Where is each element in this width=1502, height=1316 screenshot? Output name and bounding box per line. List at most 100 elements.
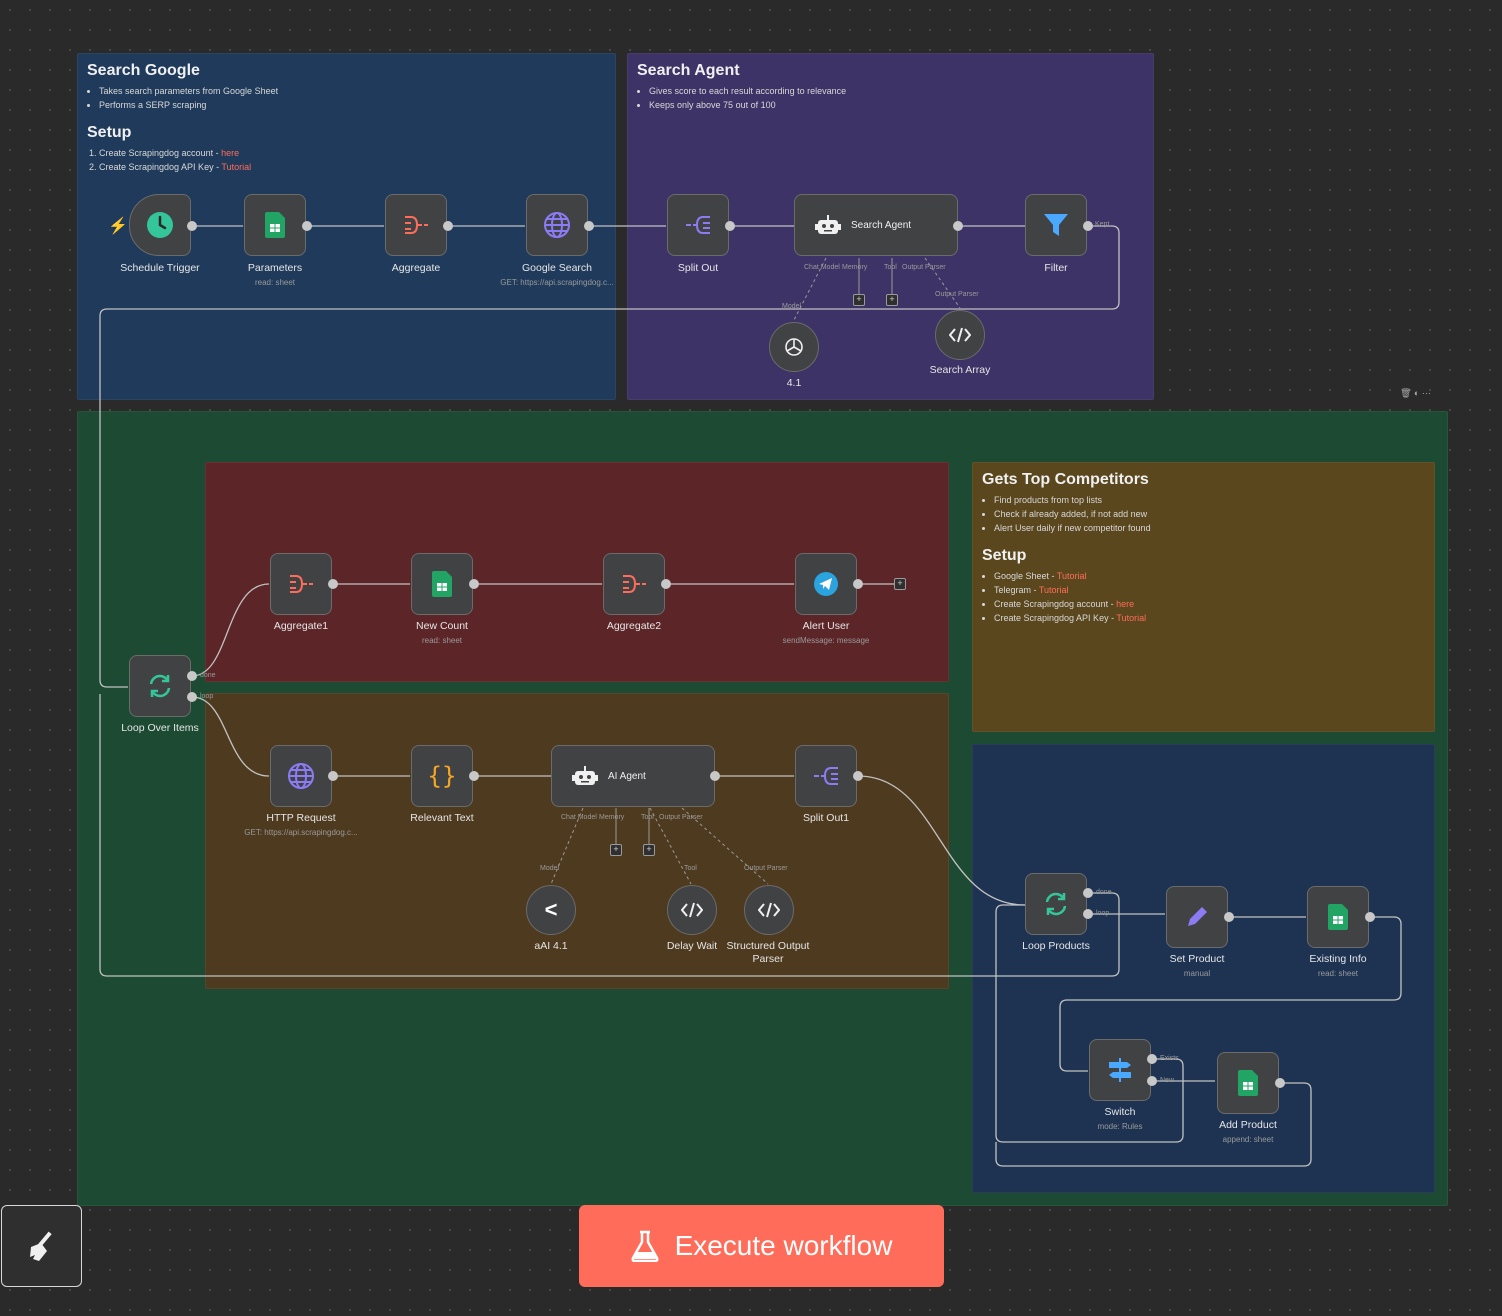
add-memory-button[interactable]: + [610, 844, 622, 856]
node-alert-user[interactable] [795, 553, 857, 615]
node-subtitle: sendMessage: message [782, 636, 870, 645]
node-subtitle: GET: https://api.scrapingdog.c... [244, 828, 358, 837]
aggregate-icon [290, 575, 313, 593]
output-handle[interactable] [1147, 1054, 1157, 1064]
node-schedule-trigger[interactable] [129, 194, 191, 256]
output-handle[interactable] [1083, 909, 1093, 919]
node-add-product[interactable] [1217, 1052, 1279, 1114]
output-handle[interactable] [1365, 912, 1375, 922]
output-handle[interactable] [853, 579, 863, 589]
node-label: Existing Info [1309, 953, 1367, 965]
node-relevant-text[interactable]: {} [411, 745, 473, 807]
output-handle[interactable] [1147, 1076, 1157, 1086]
node-parameters[interactable] [244, 194, 306, 256]
output-handle[interactable] [328, 771, 338, 781]
link-here[interactable]: here [1116, 599, 1135, 609]
aggregate-icon [405, 216, 428, 234]
loop-icon [1045, 892, 1067, 916]
node-loop-products[interactable] [1025, 873, 1087, 935]
node-subtitle: GET: https://api.scrapingdog.c... [500, 278, 614, 287]
switch-icon [1109, 1058, 1131, 1082]
port-tool: Tool [884, 264, 897, 271]
node-loop-over-items[interactable] [129, 655, 191, 717]
output-handle[interactable] [302, 221, 312, 231]
add-tool-button[interactable]: + [886, 294, 898, 306]
output-handle[interactable] [953, 221, 963, 231]
node-aggregate2[interactable] [603, 553, 665, 615]
chevron-left-icon: < [544, 897, 558, 922]
add-tool-button[interactable]: + [643, 844, 655, 856]
node-search-array[interactable] [935, 310, 985, 360]
node-label: Delay Wait [666, 940, 718, 952]
output-handle[interactable] [469, 771, 479, 781]
node-label: Parameters [247, 262, 303, 274]
port-model: Model [782, 303, 802, 310]
output-handle[interactable] [187, 671, 197, 681]
node-search-agent[interactable]: Search Agent [794, 194, 958, 256]
note-bullet: Takes search parameters from Google Shee… [99, 84, 606, 98]
note-step: Telegram - Tutorial [994, 583, 1425, 597]
link-tutorial[interactable]: Tutorial [1038, 585, 1069, 595]
node-model-41[interactable] [769, 322, 819, 372]
port-done: done [1096, 889, 1112, 896]
output-handle[interactable] [1275, 1078, 1285, 1088]
add-node-button[interactable]: + [894, 578, 906, 590]
output-handle[interactable] [469, 579, 479, 589]
output-handle[interactable] [584, 221, 594, 231]
node-label: Set Product [1169, 953, 1225, 965]
node-switch[interactable] [1089, 1039, 1151, 1101]
port-chat-model: Chat Model [561, 814, 597, 821]
output-handle[interactable] [187, 692, 197, 702]
trigger-bolt-icon: ⚡ [108, 218, 128, 235]
note-step: Create Scrapingdog account - here [994, 597, 1425, 611]
node-aggregate1[interactable] [270, 553, 332, 615]
link-tutorial[interactable]: Tutorial [1056, 571, 1087, 581]
node-split-out1[interactable] [795, 745, 857, 807]
link-here[interactable]: here [221, 148, 240, 158]
port-output-parser: Output Parser [935, 291, 979, 298]
port-loop: loop [200, 693, 214, 700]
port-output-parser: Output Parser [744, 865, 788, 872]
link-tutorial[interactable]: Tutorial [221, 162, 252, 172]
output-handle[interactable] [710, 771, 720, 781]
note-setup-title: Setup [87, 124, 132, 141]
output-handle[interactable] [328, 579, 338, 589]
output-handle[interactable] [187, 221, 197, 231]
node-label: Schedule Trigger [120, 262, 200, 274]
node-new-count[interactable] [411, 553, 473, 615]
output-handle[interactable] [1224, 912, 1234, 922]
note-scrape-group[interactable] [205, 693, 949, 989]
output-handle[interactable] [661, 579, 671, 589]
clear-execution-button[interactable] [1, 1205, 82, 1287]
node-label: Aggregate [391, 262, 441, 274]
node-label: Split Out [677, 262, 719, 274]
node-aggregate[interactable] [385, 194, 447, 256]
link-tutorial[interactable]: Tutorial [1116, 613, 1147, 623]
node-existing-info[interactable] [1307, 886, 1369, 948]
node-filter[interactable] [1025, 194, 1087, 256]
node-aai-41[interactable]: < [526, 885, 576, 935]
node-set-product[interactable] [1166, 886, 1228, 948]
node-google-search[interactable] [526, 194, 588, 256]
note-products-group[interactable] [972, 744, 1435, 1193]
output-handle[interactable] [725, 221, 735, 231]
output-handle[interactable] [1083, 221, 1093, 231]
note-toolbar[interactable]: 🗑 ◐ ⋯ [1400, 388, 1431, 398]
globe-icon [288, 763, 314, 789]
node-split-out[interactable] [667, 194, 729, 256]
execute-workflow-button[interactable]: Execute workflow [579, 1205, 944, 1287]
aggregate-icon [623, 575, 646, 593]
output-handle[interactable] [853, 771, 863, 781]
add-memory-button[interactable]: + [853, 294, 865, 306]
node-structured-output-parser[interactable] [744, 885, 794, 935]
node-delay-wait[interactable] [667, 885, 717, 935]
split-icon [686, 216, 710, 234]
flask-icon [631, 1230, 659, 1262]
note-bullet: Keeps only above 75 out of 100 [649, 98, 1144, 112]
output-handle[interactable] [443, 221, 453, 231]
note-competitors[interactable]: Gets Top Competitors Find products from … [972, 462, 1435, 732]
output-handle[interactable] [1083, 888, 1093, 898]
note-steps: Google Sheet - Tutorial Telegram - Tutor… [982, 569, 1425, 625]
node-http-request[interactable] [270, 745, 332, 807]
node-ai-agent[interactable]: AI Agent [551, 745, 715, 807]
